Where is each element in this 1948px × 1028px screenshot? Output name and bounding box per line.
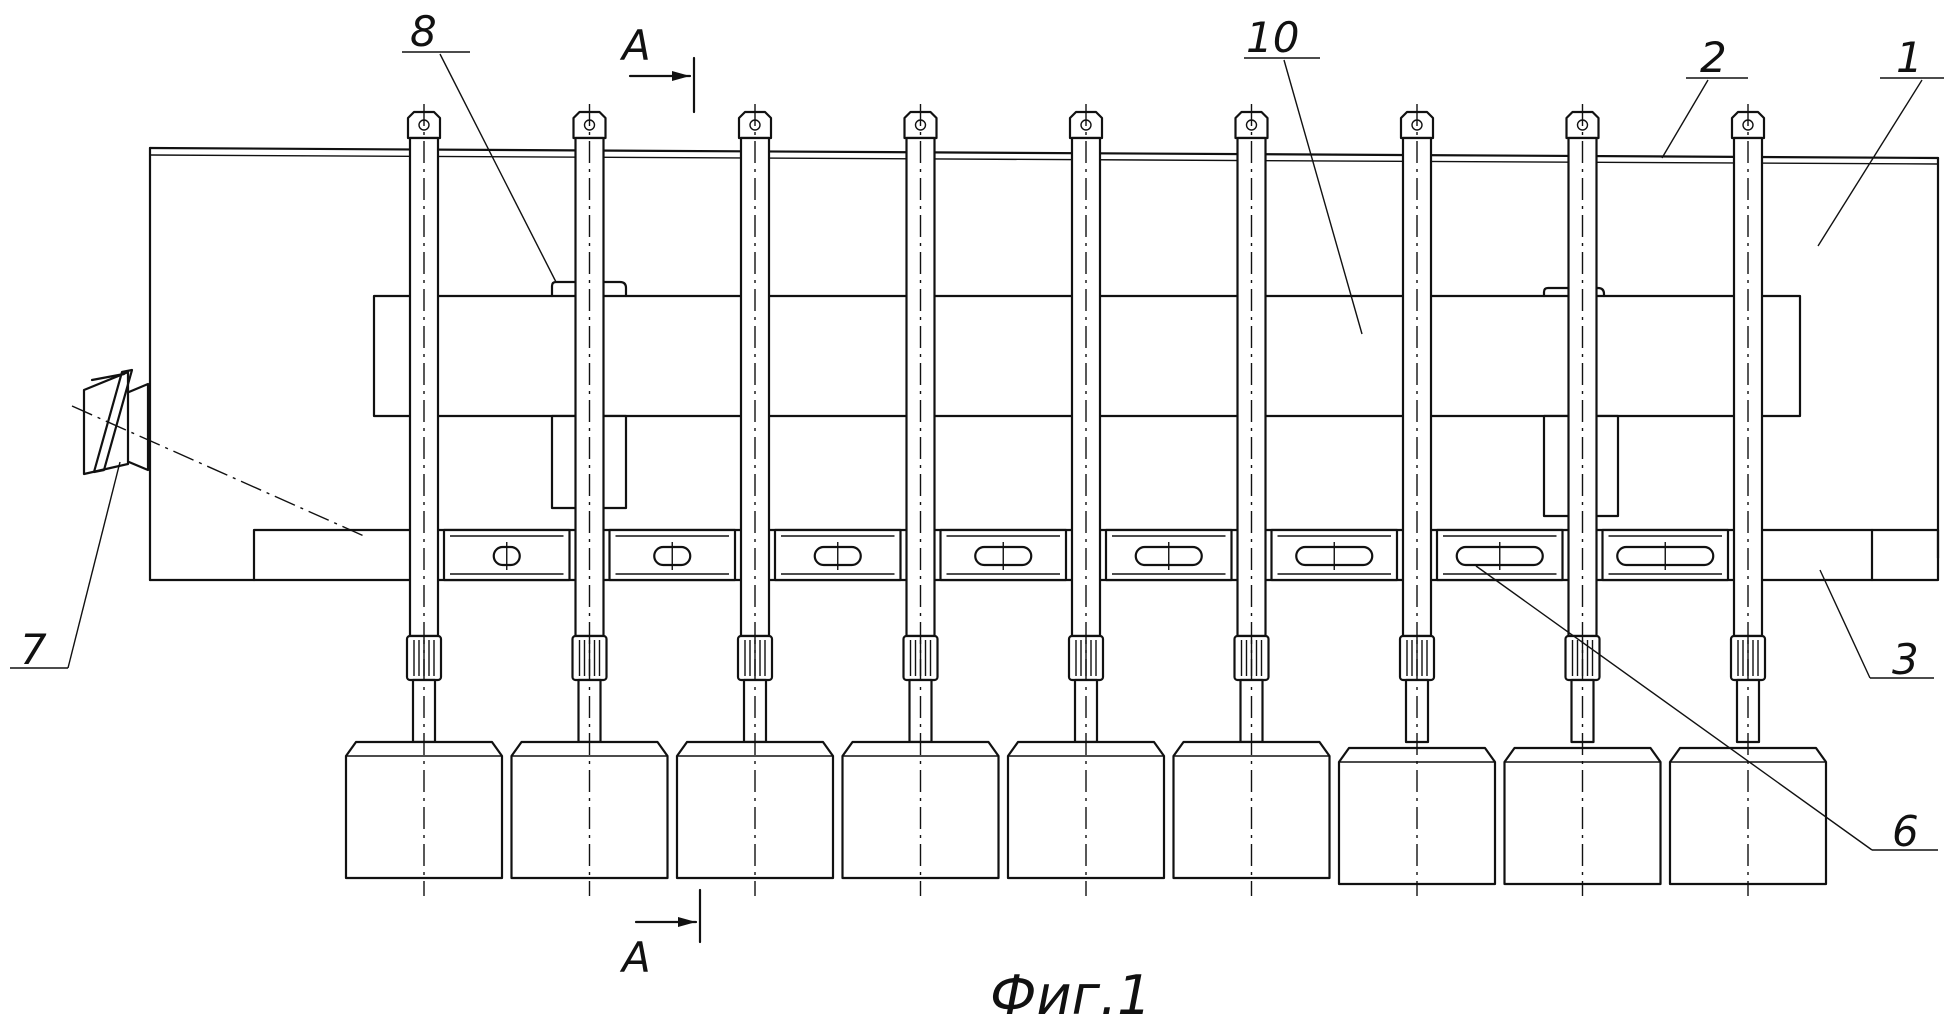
slotted-plate	[1106, 530, 1232, 580]
section-label-top: A	[619, 21, 651, 70]
callout-8: 8	[410, 7, 437, 56]
section-label-bottom: A	[619, 933, 651, 982]
rod-assembly	[1174, 104, 1330, 896]
callouts: 8 10 2 1 3 6 7	[20, 7, 1923, 856]
callout-2: 2	[1700, 33, 1727, 82]
callout-10: 10	[1246, 13, 1299, 62]
callout-6: 6	[1892, 807, 1919, 856]
slotted-plate	[610, 530, 736, 580]
callout-3: 3	[1892, 635, 1919, 684]
slotted-plate	[1437, 530, 1563, 580]
slotted-plate	[941, 530, 1067, 580]
rod-assembly	[1505, 104, 1661, 896]
nozzle-7	[72, 370, 364, 536]
rod-assembly	[677, 104, 833, 896]
callout-7: 7	[20, 625, 47, 674]
rod-assembly	[1008, 104, 1164, 896]
figure-caption: Фиг.1	[990, 964, 1151, 1027]
rod-assembly	[1339, 104, 1495, 896]
slotted-plate	[444, 530, 570, 580]
slotted-plate	[1272, 530, 1398, 580]
rod-assembly	[346, 104, 502, 896]
callout-1: 1	[1896, 33, 1923, 82]
rod-assembly	[843, 104, 999, 896]
slotted-plate	[1603, 530, 1729, 580]
leader-lines	[10, 52, 1944, 850]
section-mark-bottom: A	[619, 890, 700, 982]
section-mark-top: A	[619, 21, 694, 112]
slotted-plate	[775, 530, 901, 580]
rod-assembly	[512, 104, 668, 896]
rod-assembly	[1670, 104, 1826, 896]
